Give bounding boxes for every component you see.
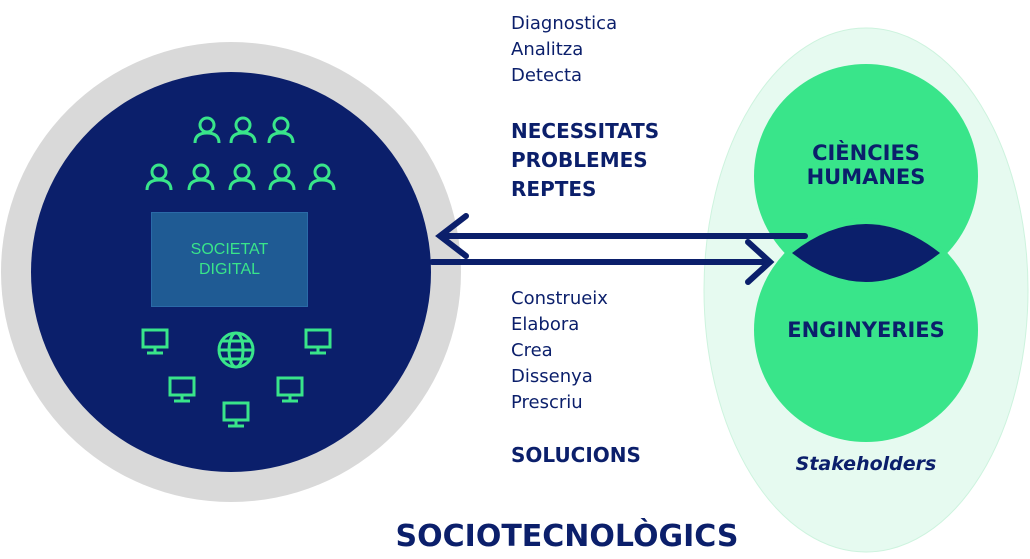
venn-label-ciencies: CIÈNCIES (812, 140, 920, 165)
person-icon (145, 163, 173, 191)
person-icon (229, 116, 257, 144)
person-icon (228, 163, 256, 191)
label-problemes: PROBLEMES (511, 148, 648, 172)
venn-label-enginyeries: ENGINYERIES (787, 318, 945, 342)
person-icon (187, 163, 215, 191)
person-icon (267, 116, 295, 144)
computer-monitor-icon (141, 328, 169, 355)
verb-crea: Crea (511, 340, 553, 361)
venn-circle-engineering (754, 218, 978, 442)
verb-analitza: Analitza (511, 39, 583, 60)
globe-icon (217, 331, 255, 369)
person-icon (308, 163, 336, 191)
arrow-right-icon (429, 239, 775, 285)
verb-dissenya: Dissenya (511, 366, 593, 387)
label-solucions: SOLUCIONS (511, 443, 641, 467)
digital-label: DIGITAL (198, 260, 261, 278)
societat-digital-box: SOCIETAT DIGITAL (151, 212, 308, 307)
venn-intersection (792, 224, 940, 282)
label-necessitats: NECESSITATS (511, 119, 659, 143)
person-icon (268, 163, 296, 191)
person-icon (193, 116, 221, 144)
computer-monitor-icon (276, 376, 304, 403)
arrow-left-icon (435, 213, 808, 259)
stakeholders-label: Stakeholders (796, 453, 937, 475)
societat-label: SOCIETAT (190, 240, 269, 258)
verb-diagnostica: Diagnostica (511, 13, 617, 34)
verb-prescriu: Prescriu (511, 392, 583, 413)
label-reptes: REPTES (511, 177, 596, 201)
verb-detecta: Detecta (511, 65, 582, 86)
computer-monitor-icon (222, 401, 250, 428)
verb-elabora: Elabora (511, 314, 579, 335)
verb-construeix: Construeix (511, 288, 608, 309)
venn-circle-humanities (754, 64, 978, 288)
computer-monitor-icon (168, 376, 196, 403)
footer-title: SOCIOTECNOLÒGICS (396, 517, 739, 554)
venn-label-humanes: HUMANES (807, 165, 926, 189)
computer-monitor-icon (304, 328, 332, 355)
